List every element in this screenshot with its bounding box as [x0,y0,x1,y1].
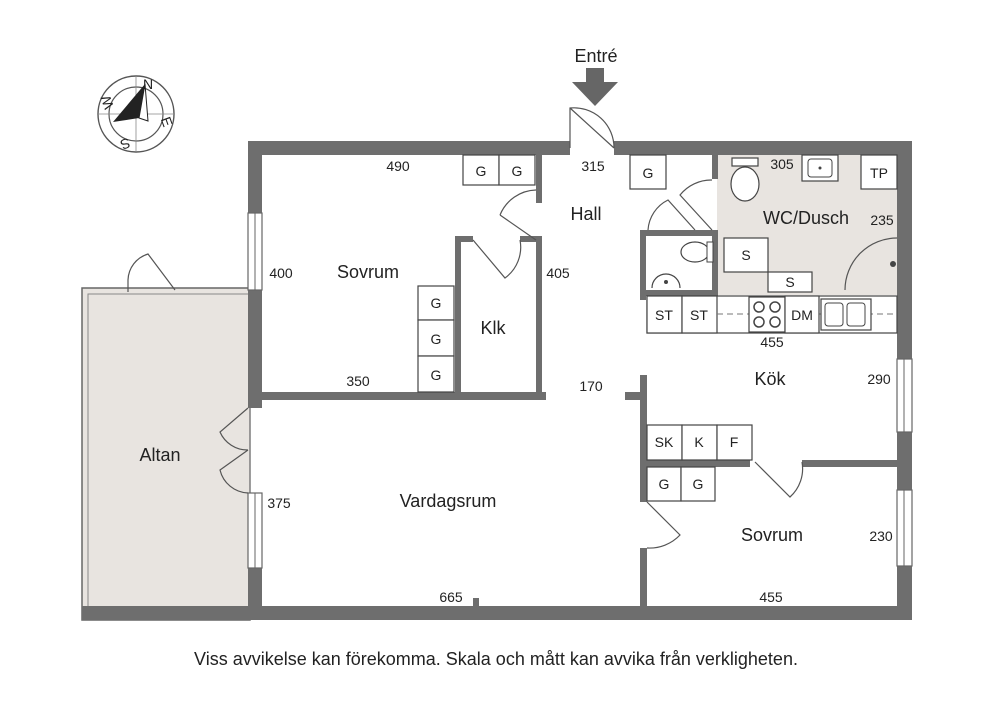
dim-400: 400 [269,265,293,281]
dim-230: 230 [869,528,893,544]
room-klk: Klk [480,318,506,338]
room-kok: Kök [754,369,786,389]
doors [127,107,804,549]
dim-305: 305 [770,156,794,172]
room-altan: Altan [139,445,180,465]
kitchen-counter [646,295,898,334]
compass-n: N [143,76,153,92]
compass-w: W [97,93,117,112]
dim-350: 350 [346,373,370,389]
cabinet-st-1: ST [655,307,673,323]
dryer-label: S [785,274,794,290]
cabinet-st-2: ST [690,307,708,323]
wardrobe-g: G [431,295,442,311]
wardrobes [417,154,716,502]
wc-dusch-fixtures [723,154,898,293]
entrance-label: Entré [574,46,617,66]
wardrobe-g: G [431,331,442,347]
dim-405: 405 [546,265,570,281]
wardrobe-g: G [659,476,670,492]
toilet-paper-label: TP [870,165,888,181]
dim-170: 170 [579,378,603,394]
room-wc-dusch: WC/Dusch [763,208,849,228]
wardrobe-g: G [476,163,487,179]
dishwasher-label: DM [791,307,813,323]
freezer-label: SK [655,434,674,450]
room-hall: Hall [570,204,601,224]
dim-235: 235 [870,212,894,228]
dim-490: 490 [386,158,410,174]
room-sovrum-1: Sovrum [337,262,399,282]
washer-label: S [741,247,750,263]
outer-walls [82,141,912,620]
room-sovrum-2: Sovrum [741,525,803,545]
dim-455-bedroom: 455 [759,589,783,605]
dim-290: 290 [867,371,891,387]
wardrobe-g: G [512,163,523,179]
disclaimer-text: Viss avvikelse kan förekomma. Skala och … [194,649,798,669]
room-vardagsrum: Vardagsrum [400,491,497,511]
compass-icon: N E S W [97,75,176,153]
windows [247,212,913,606]
freezer-f-label: F [730,434,739,450]
wardrobe-g: G [693,476,704,492]
entrance-arrow [572,68,618,106]
altan-floor [82,288,250,620]
wardrobe-g: G [431,367,442,383]
wardrobe-g: G [643,165,654,181]
dim-375: 375 [267,495,291,511]
dim-665: 665 [439,589,463,605]
small-wc-fixtures [651,241,714,289]
inner-walls [262,155,897,610]
kitchen-appliances [646,424,753,461]
dim-315: 315 [581,158,605,174]
dim-455-kitchen: 455 [760,334,784,350]
fridge-label: K [694,434,704,450]
